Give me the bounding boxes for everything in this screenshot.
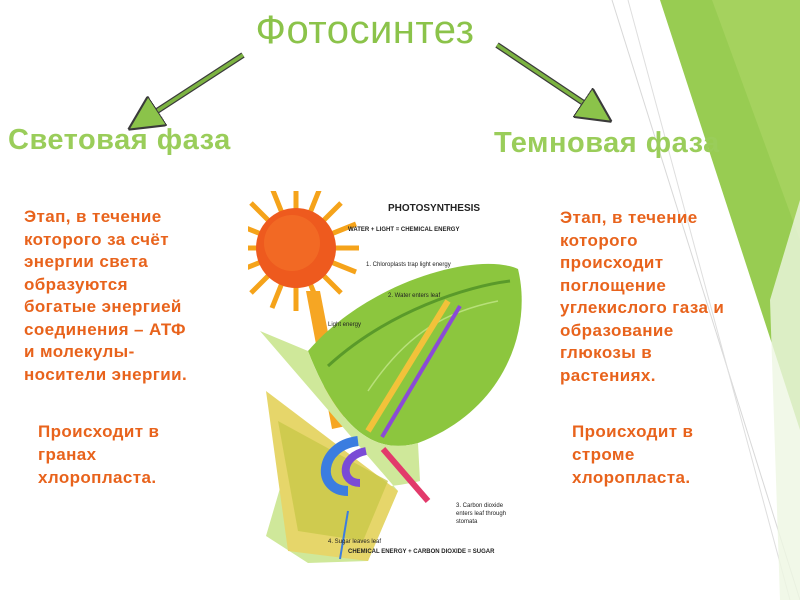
light-phase-heading: Световая фаза xyxy=(8,124,231,157)
light-phase-location: Происходит в гранах хлоропласта. xyxy=(38,420,159,489)
page-title: Фотосинтез xyxy=(0,8,730,53)
diagram-step3-line1: 3. Carbon dioxide xyxy=(456,503,504,509)
diagram-step1: 1. Chloroplasts trap light energy xyxy=(366,262,451,268)
diagram-step3-line3: stomata xyxy=(456,519,478,525)
light-phase-description: Этап, в течение которого за счёт энергии… xyxy=(24,206,187,386)
diagram-step3-line2: enters leaf through xyxy=(456,511,506,517)
diagram-equation-bottom: CHEMICAL ENERGY + CARBON DIOXIDE = SUGAR xyxy=(348,549,495,555)
photosynthesis-diagram: PHOTOSYNTHESIS WATER + LIGHT = CHEMICAL … xyxy=(248,191,540,565)
diagram-step4: 4. Sugar leaves leaf xyxy=(328,539,381,545)
dark-phase-description: Этап, в течение которого происходит погл… xyxy=(560,207,724,387)
diagram-step2: 2. Water enters leaf xyxy=(388,293,440,299)
diagram-title: PHOTOSYNTHESIS xyxy=(388,203,480,214)
diagram-light-label: Light energy xyxy=(328,322,361,328)
dark-phase-heading: Темновая фаза xyxy=(494,127,720,160)
diagram-equation-top: WATER + LIGHT = CHEMICAL ENERGY xyxy=(348,227,459,233)
dark-phase-location: Происходит в строме хлоропласта. xyxy=(572,420,693,489)
